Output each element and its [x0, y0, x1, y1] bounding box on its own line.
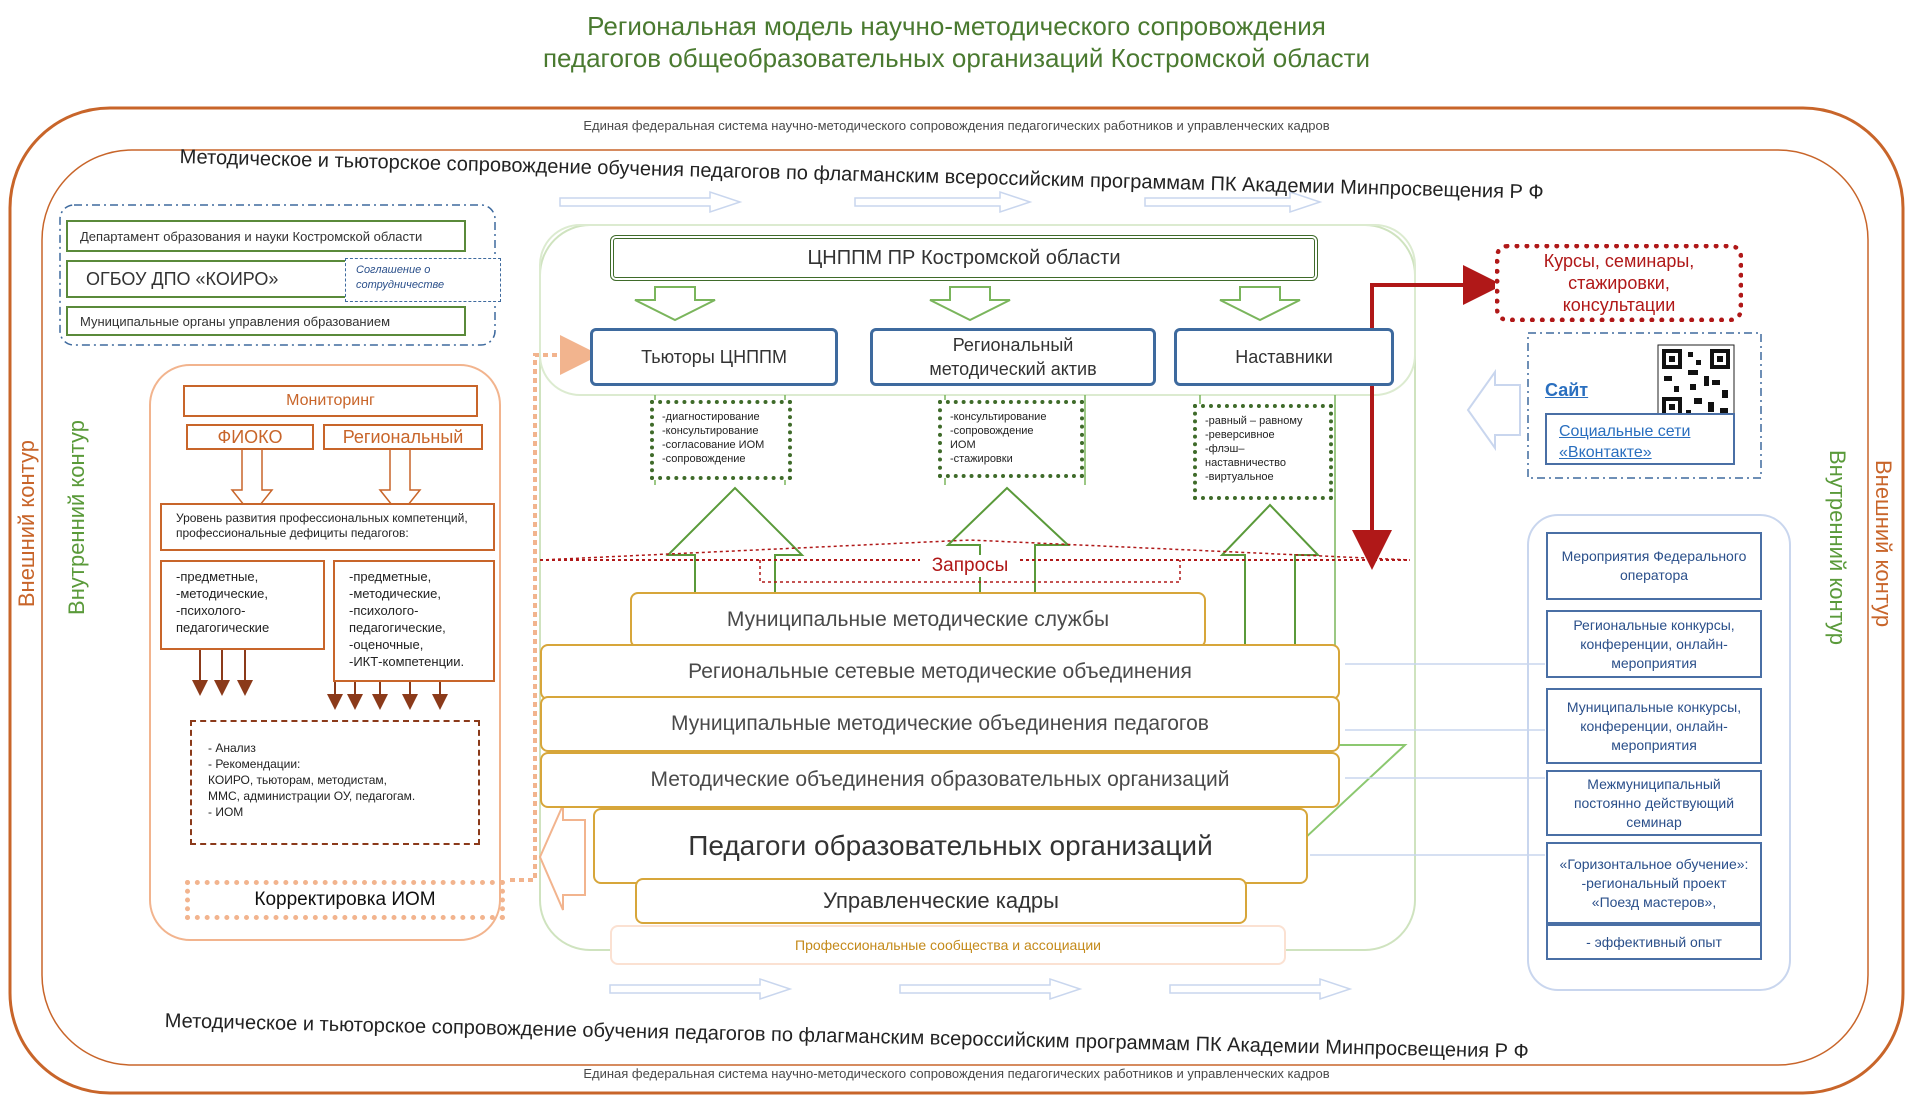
agreement-box: Соглашение о сотрудничестве [345, 258, 501, 302]
band-school-associations: Методические объединения образовательных… [540, 752, 1340, 808]
events-panel-frame [1527, 514, 1791, 991]
department-box: Департамент образования и науки Костромс… [66, 220, 466, 252]
top-arrows [559, 190, 1323, 214]
external-contour-left: Внешний контур [14, 440, 39, 608]
federal-system-bottom: Единая федеральная система научно-методи… [583, 1066, 1330, 1081]
correction-path [510, 335, 600, 882]
external-contour-frame [8, 106, 1905, 1095]
mentors-functions: -равный – равному -реверсивное -флэш– на… [1193, 404, 1333, 500]
municipal-box: Муниципальные органы управления образова… [66, 306, 466, 336]
band-regional-network: Региональные сетевые методические объеди… [540, 644, 1340, 700]
brown-arrows [192, 650, 448, 710]
internal-contour-right: Внутренний контур [1825, 450, 1850, 645]
cnppm-arrows [634, 286, 1301, 322]
event-regional: Региональные конкурсы, конференции, онла… [1546, 610, 1762, 678]
band-managers: Управленческие кадры [635, 878, 1247, 924]
monitoring-panel-frame [149, 364, 501, 941]
event-experience: - эффективный опыт [1546, 924, 1762, 960]
correction-box: Корректировка ИОМ [185, 880, 505, 920]
internal-contour-left: Внутренний контур [64, 420, 89, 615]
courses-box: Курсы, семинары, стажировки, консультаци… [1495, 244, 1743, 322]
qr-code [1657, 344, 1735, 422]
requests-label: Запросы [920, 555, 1020, 577]
event-horizontal: «Горизонтальное обучение»: -региональный… [1546, 842, 1762, 924]
activists-functions: -консультирование -сопровождение ИОМ -ст… [938, 400, 1084, 478]
band-municipal-associations: Муниципальные методические объединения п… [540, 696, 1340, 752]
bottom-arrows [609, 977, 1353, 1001]
fioko-box: ФИОКО [186, 424, 314, 450]
social-link[interactable]: Социальные сети «Вконтакте» [1545, 413, 1735, 465]
communities-box: Профессиональные сообщества и ассоциации [610, 925, 1286, 965]
external-contour-right: Внешний контур [1871, 460, 1896, 628]
monitoring-title: Мониторинг [183, 385, 478, 417]
title-line-2: педагогов общеобразовательных организаци… [542, 43, 1371, 73]
activists-box: Региональный методический актив [870, 328, 1156, 386]
orgs-frame [59, 204, 496, 346]
tutors-box: Тьюторы ЦНППМ [590, 328, 838, 386]
competence-list-right: -предметные, -методические, -психолого- … [333, 560, 495, 682]
competence-level-box: Уровень развития профессиональных компет… [160, 503, 495, 551]
event-seminar: Межмуниципальный постоянно действующий с… [1546, 770, 1762, 836]
band-teachers: Педагоги образовательных организаций [593, 808, 1308, 884]
event-municipal: Муниципальные конкурсы, конференции, онл… [1546, 688, 1762, 764]
analysis-box: - Анализ - Рекомендации: КОИРО, тьюторам… [190, 720, 480, 845]
mentors-box: Наставники [1174, 328, 1394, 386]
regional-box: Региональный [323, 424, 483, 450]
title-line-1: Региональная модель научно-методического… [587, 11, 1326, 41]
cnppm-box: ЦНППМ ПР Костромской области [610, 235, 1318, 281]
event-federal: Мероприятия Федерального оператора [1546, 532, 1762, 600]
band-municipal-services: Муниципальные методические службы [630, 592, 1206, 648]
tutors-functions: -диагностирование -консультирование -сог… [650, 400, 792, 480]
site-link[interactable]: Сайт [1545, 380, 1589, 400]
internal-contour-frame [41, 149, 1869, 1066]
competence-list-left: -предметные, -методические, -психолого- … [160, 560, 325, 650]
right-links [1310, 663, 1545, 856]
koiro-label: ОГБОУ ДПО «КОИРО» [86, 268, 279, 289]
federal-system-top: Единая федеральная система научно-методи… [583, 118, 1330, 133]
